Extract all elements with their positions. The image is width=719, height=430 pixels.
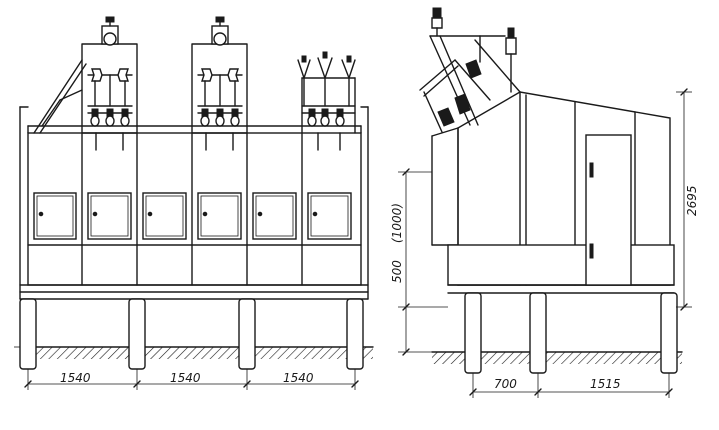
side-top-equipment [419,7,521,133]
foundation-posts-side [464,292,678,374]
dim-front-2: 1540 [170,371,201,385]
foundation-posts-front [14,298,364,370]
ground-hatch-left [28,347,373,359]
dim-front-3: 1540 [283,371,314,385]
side-view: 700 1515 500 (1000) 2695 [390,7,699,398]
switch-tower-2 [191,16,248,151]
switch-tower-3 [297,51,356,151]
dim-side-ground: 500 [390,260,404,283]
ground-hatch-right [432,352,682,364]
service-door [585,134,632,286]
dim-front-1: 1540 [60,371,91,385]
dim-side-base: 700 [494,377,517,391]
side-dimension-line: 700 1515 [469,373,673,398]
side-vertical-dimensions: 500 (1000) 2695 [390,88,699,356]
dim-side-ground-alt: (1000) [390,203,404,243]
front-dimension-line: 1540 1540 1540 [24,369,359,390]
switch-tower-1 [41,16,138,151]
dim-side-depth: 1515 [590,377,621,391]
cabinet-doors [33,192,352,240]
front-view: 1540 1540 1540 [14,16,374,390]
dim-side-height: 2695 [685,185,699,216]
